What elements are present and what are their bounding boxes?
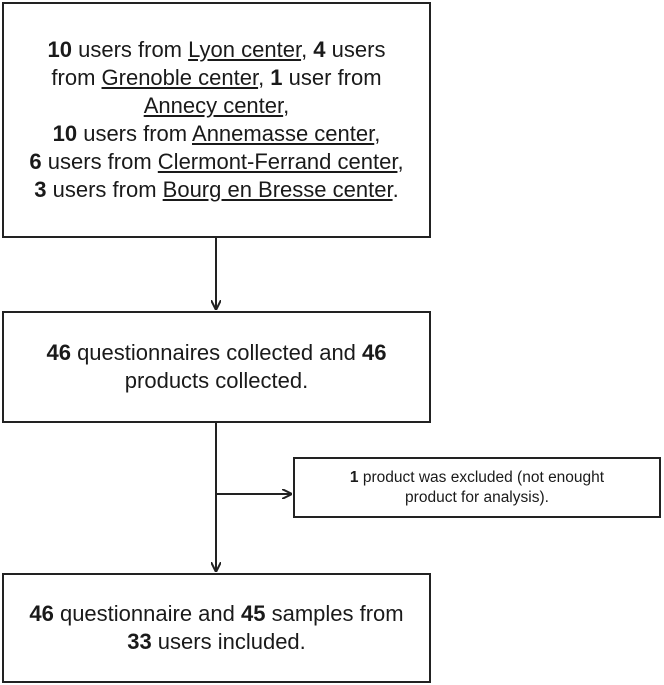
- count-value: 46: [46, 339, 71, 365]
- center-name: Bourg en Bresse center: [162, 177, 393, 203]
- text-run: users from: [41, 149, 158, 175]
- text-run: ,: [283, 92, 290, 118]
- text-line: 3 users from Bourg en Bresse center.: [29, 176, 403, 204]
- count-value: 33: [127, 629, 152, 654]
- text-line: products collected.: [46, 367, 386, 395]
- count-value: 46: [362, 339, 387, 365]
- text-run: users included.: [151, 629, 306, 654]
- count-value: 1: [270, 64, 283, 90]
- text-run: questionnaire and: [53, 600, 241, 626]
- text-line: 33 users included.: [29, 628, 403, 656]
- text-line: 46 questionnaires collected and 46: [46, 339, 386, 367]
- count-value: 10: [47, 36, 72, 62]
- text-run: products collected.: [124, 368, 309, 393]
- count-value: 1: [349, 468, 359, 486]
- count-value: 4: [313, 36, 326, 62]
- center-name: Annemasse center: [192, 121, 375, 146]
- text-line: 46 questionnaire and 45 samples from: [29, 600, 403, 628]
- text-run: users from: [77, 121, 193, 146]
- text-run: ,: [374, 121, 381, 146]
- center-name: Grenoble center: [101, 64, 259, 90]
- text-run: samples from: [265, 600, 404, 626]
- count-value: 45: [240, 600, 266, 626]
- count-value: 10: [52, 121, 78, 146]
- text-run: users: [325, 36, 386, 62]
- text-line: product for analysis).: [350, 488, 604, 508]
- text-run: ,: [397, 149, 404, 175]
- text-line: 10 users from Annemasse center,: [29, 120, 403, 148]
- text-run: product for analysis).: [405, 488, 549, 506]
- center-name: Annecy center: [143, 92, 284, 118]
- text-line: 10 users from Lyon center, 4 users: [29, 36, 403, 64]
- text-run: questionnaires collected and: [70, 339, 363, 365]
- count-value: 46: [29, 600, 54, 626]
- text-run: user from: [282, 64, 382, 90]
- center-name: Clermont-Ferrand center: [157, 149, 398, 175]
- text-run: ,: [258, 64, 271, 90]
- text-line: 6 users from Clermont-Ferrand center,: [29, 148, 403, 176]
- text-line: Annecy center,: [29, 92, 403, 120]
- text-run: from: [51, 64, 102, 90]
- text-run: ,: [301, 36, 314, 62]
- count-value: 3: [34, 177, 47, 203]
- text-run: .: [392, 177, 399, 203]
- text-run: product was excluded (not enought: [358, 468, 605, 486]
- center-name: Lyon center: [188, 36, 302, 62]
- count-value: 6: [29, 149, 42, 175]
- text-line: 1 product was excluded (not enought: [350, 468, 604, 488]
- text-run: users from: [46, 177, 163, 203]
- text-run: users from: [71, 36, 189, 62]
- text-line: from Grenoble center, 1 user from: [29, 64, 403, 92]
